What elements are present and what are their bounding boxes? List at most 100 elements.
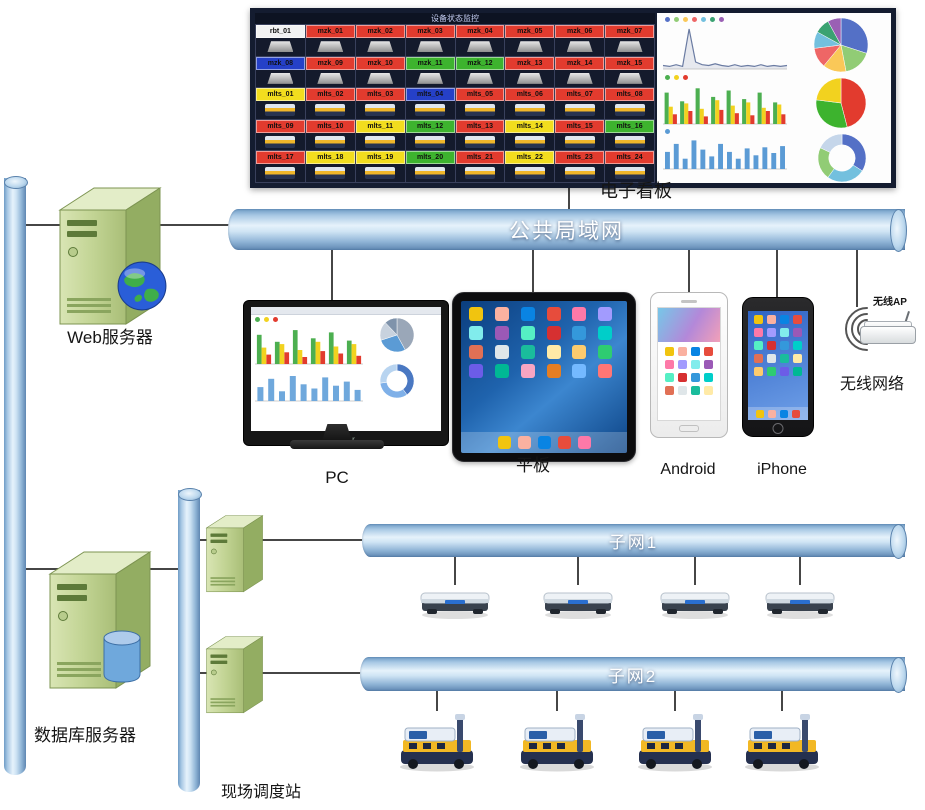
device-cell-label: mlts_18 <box>305 151 355 165</box>
app-icon <box>572 307 587 321</box>
device-cell: mzk_06 <box>555 25 605 56</box>
app-icon <box>520 345 535 359</box>
device-cell: mlts_18 <box>305 151 355 182</box>
app-icon <box>520 326 535 340</box>
dispatch-station-1 <box>202 510 266 594</box>
android-screen <box>657 307 721 421</box>
legend-dot <box>264 317 269 322</box>
lan-pipe: 公共局域网 <box>228 209 907 252</box>
pc-bar-chart <box>255 330 363 365</box>
app-icon <box>792 409 800 418</box>
app-icon <box>793 354 802 363</box>
app-icon <box>780 354 789 363</box>
device-cell: mlts_07 <box>555 88 605 119</box>
app-icon <box>691 386 700 395</box>
chart-legend <box>665 17 724 22</box>
device-cell-label: mzk_15 <box>605 56 654 70</box>
connector-lan-android <box>688 250 690 293</box>
device-thumbnail <box>505 101 554 119</box>
app-icon <box>546 326 561 340</box>
device-thumbnail <box>505 70 554 88</box>
device-cell-label: mzk_10 <box>355 56 405 70</box>
connector-subnet2-robot2 <box>556 689 558 711</box>
subnet1-label: 子网1 <box>608 533 659 552</box>
database-server <box>40 542 158 692</box>
dispatch-bus-pipe <box>178 488 202 792</box>
connector-lan-tablet <box>532 250 534 293</box>
device-thumbnail <box>555 70 604 88</box>
device-cell-label: mzk_12 <box>455 56 505 70</box>
pc-blue-bar-chart <box>255 376 363 402</box>
kanban-label: 电子看板 <box>600 181 672 201</box>
device-cell: mzk_02 <box>355 25 405 56</box>
device-cell-label: mzk_04 <box>455 25 505 38</box>
app-icon <box>598 307 613 321</box>
agv-carrier-icon <box>660 592 730 620</box>
app-icon <box>598 364 613 378</box>
kanban-charts-panel <box>655 13 891 183</box>
lan-label: 公共局域网 <box>509 219 624 243</box>
device-thumbnail <box>306 70 355 88</box>
device-cell-label: mzk_05 <box>505 25 555 38</box>
device-cell-label: mlts_14 <box>505 119 555 133</box>
iphone-label: iPhone <box>757 461 807 478</box>
agv-carrier-icon <box>420 592 490 620</box>
agv-robot-icon <box>637 713 713 772</box>
pipe-end-cap <box>890 524 907 559</box>
device-cell: mlts_08 <box>605 88 654 119</box>
legend-dot <box>665 129 670 134</box>
app-icon <box>665 386 674 395</box>
spike-line-chart <box>662 28 788 70</box>
backbone-pipe-left <box>4 176 28 775</box>
app-icon <box>768 409 776 418</box>
android-phone <box>650 292 728 438</box>
app-icon <box>754 328 763 337</box>
device-thumbnail <box>406 164 455 182</box>
home-button <box>679 425 699 432</box>
device-cell: mzk_05 <box>505 25 555 56</box>
legend-dot <box>710 17 715 22</box>
app-icon <box>517 436 531 449</box>
app-icon <box>678 386 687 395</box>
pipe-top-cap <box>4 176 28 189</box>
device-cell: mlts_03 <box>355 88 405 119</box>
android-label: Android <box>660 461 716 478</box>
server-tower-icon <box>206 636 263 714</box>
legend-dot <box>701 17 706 22</box>
connector-subnet1-agv3 <box>694 556 696 585</box>
device-thumbnail <box>256 70 305 88</box>
app-icon <box>793 315 802 324</box>
wireless-router <box>860 311 916 344</box>
device-cell-label: mzk_14 <box>555 56 605 70</box>
device-thumbnail <box>456 133 505 151</box>
device-cell-label: mlts_19 <box>355 151 405 165</box>
device-thumbnail <box>456 164 505 182</box>
device-cell: mzk_04 <box>455 25 505 56</box>
server-tower-icon <box>206 515 263 593</box>
app-icon <box>494 307 509 321</box>
legend-dot <box>674 75 679 80</box>
app-icon <box>665 347 674 356</box>
iphone-device <box>742 297 814 437</box>
device-cell-label: rbt_01 <box>256 25 305 38</box>
device-cell-label: mlts_03 <box>355 88 405 102</box>
web-server <box>50 178 168 328</box>
device-cell-label: mlts_16 <box>605 119 654 133</box>
legend-dot <box>674 17 679 22</box>
agv-carrier-icon <box>543 592 613 620</box>
device-thumbnail <box>256 164 305 182</box>
legend-dot <box>665 17 670 22</box>
device-cell: mlts_10 <box>305 119 355 151</box>
app-icon <box>577 436 591 449</box>
device-cell: mlts_20 <box>405 151 455 182</box>
device-cell-label: mzk_06 <box>555 25 605 38</box>
legend-dot <box>273 317 278 322</box>
app-icon <box>537 436 551 449</box>
app-icon <box>691 360 700 369</box>
device-thumbnail <box>555 101 604 119</box>
app-icon <box>793 328 802 337</box>
device-cell-label: mlts_09 <box>256 119 305 133</box>
device-thumbnail <box>406 101 455 119</box>
device-thumbnail <box>356 164 405 182</box>
device-cell: mlts_17 <box>256 151 305 182</box>
